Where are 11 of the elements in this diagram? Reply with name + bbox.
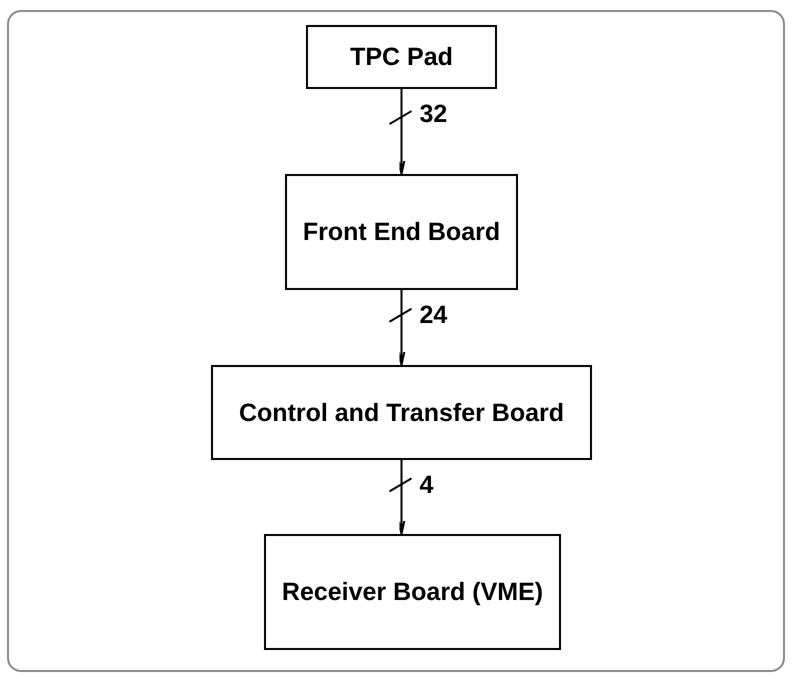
process-box bbox=[211, 365, 592, 460]
box-label: Front End Board bbox=[302, 217, 500, 248]
process-box bbox=[306, 25, 497, 89]
bus-arrow bbox=[389, 460, 412, 535]
box-label: Control and Transfer Board bbox=[238, 398, 564, 428]
bus-arrow bbox=[389, 290, 412, 366]
box-label: TPC Pad bbox=[350, 42, 453, 72]
bus-arrow bbox=[389, 89, 412, 175]
process-box bbox=[285, 174, 518, 290]
box-label: Receiver Board (VME) bbox=[282, 577, 544, 608]
process-box bbox=[264, 534, 561, 650]
